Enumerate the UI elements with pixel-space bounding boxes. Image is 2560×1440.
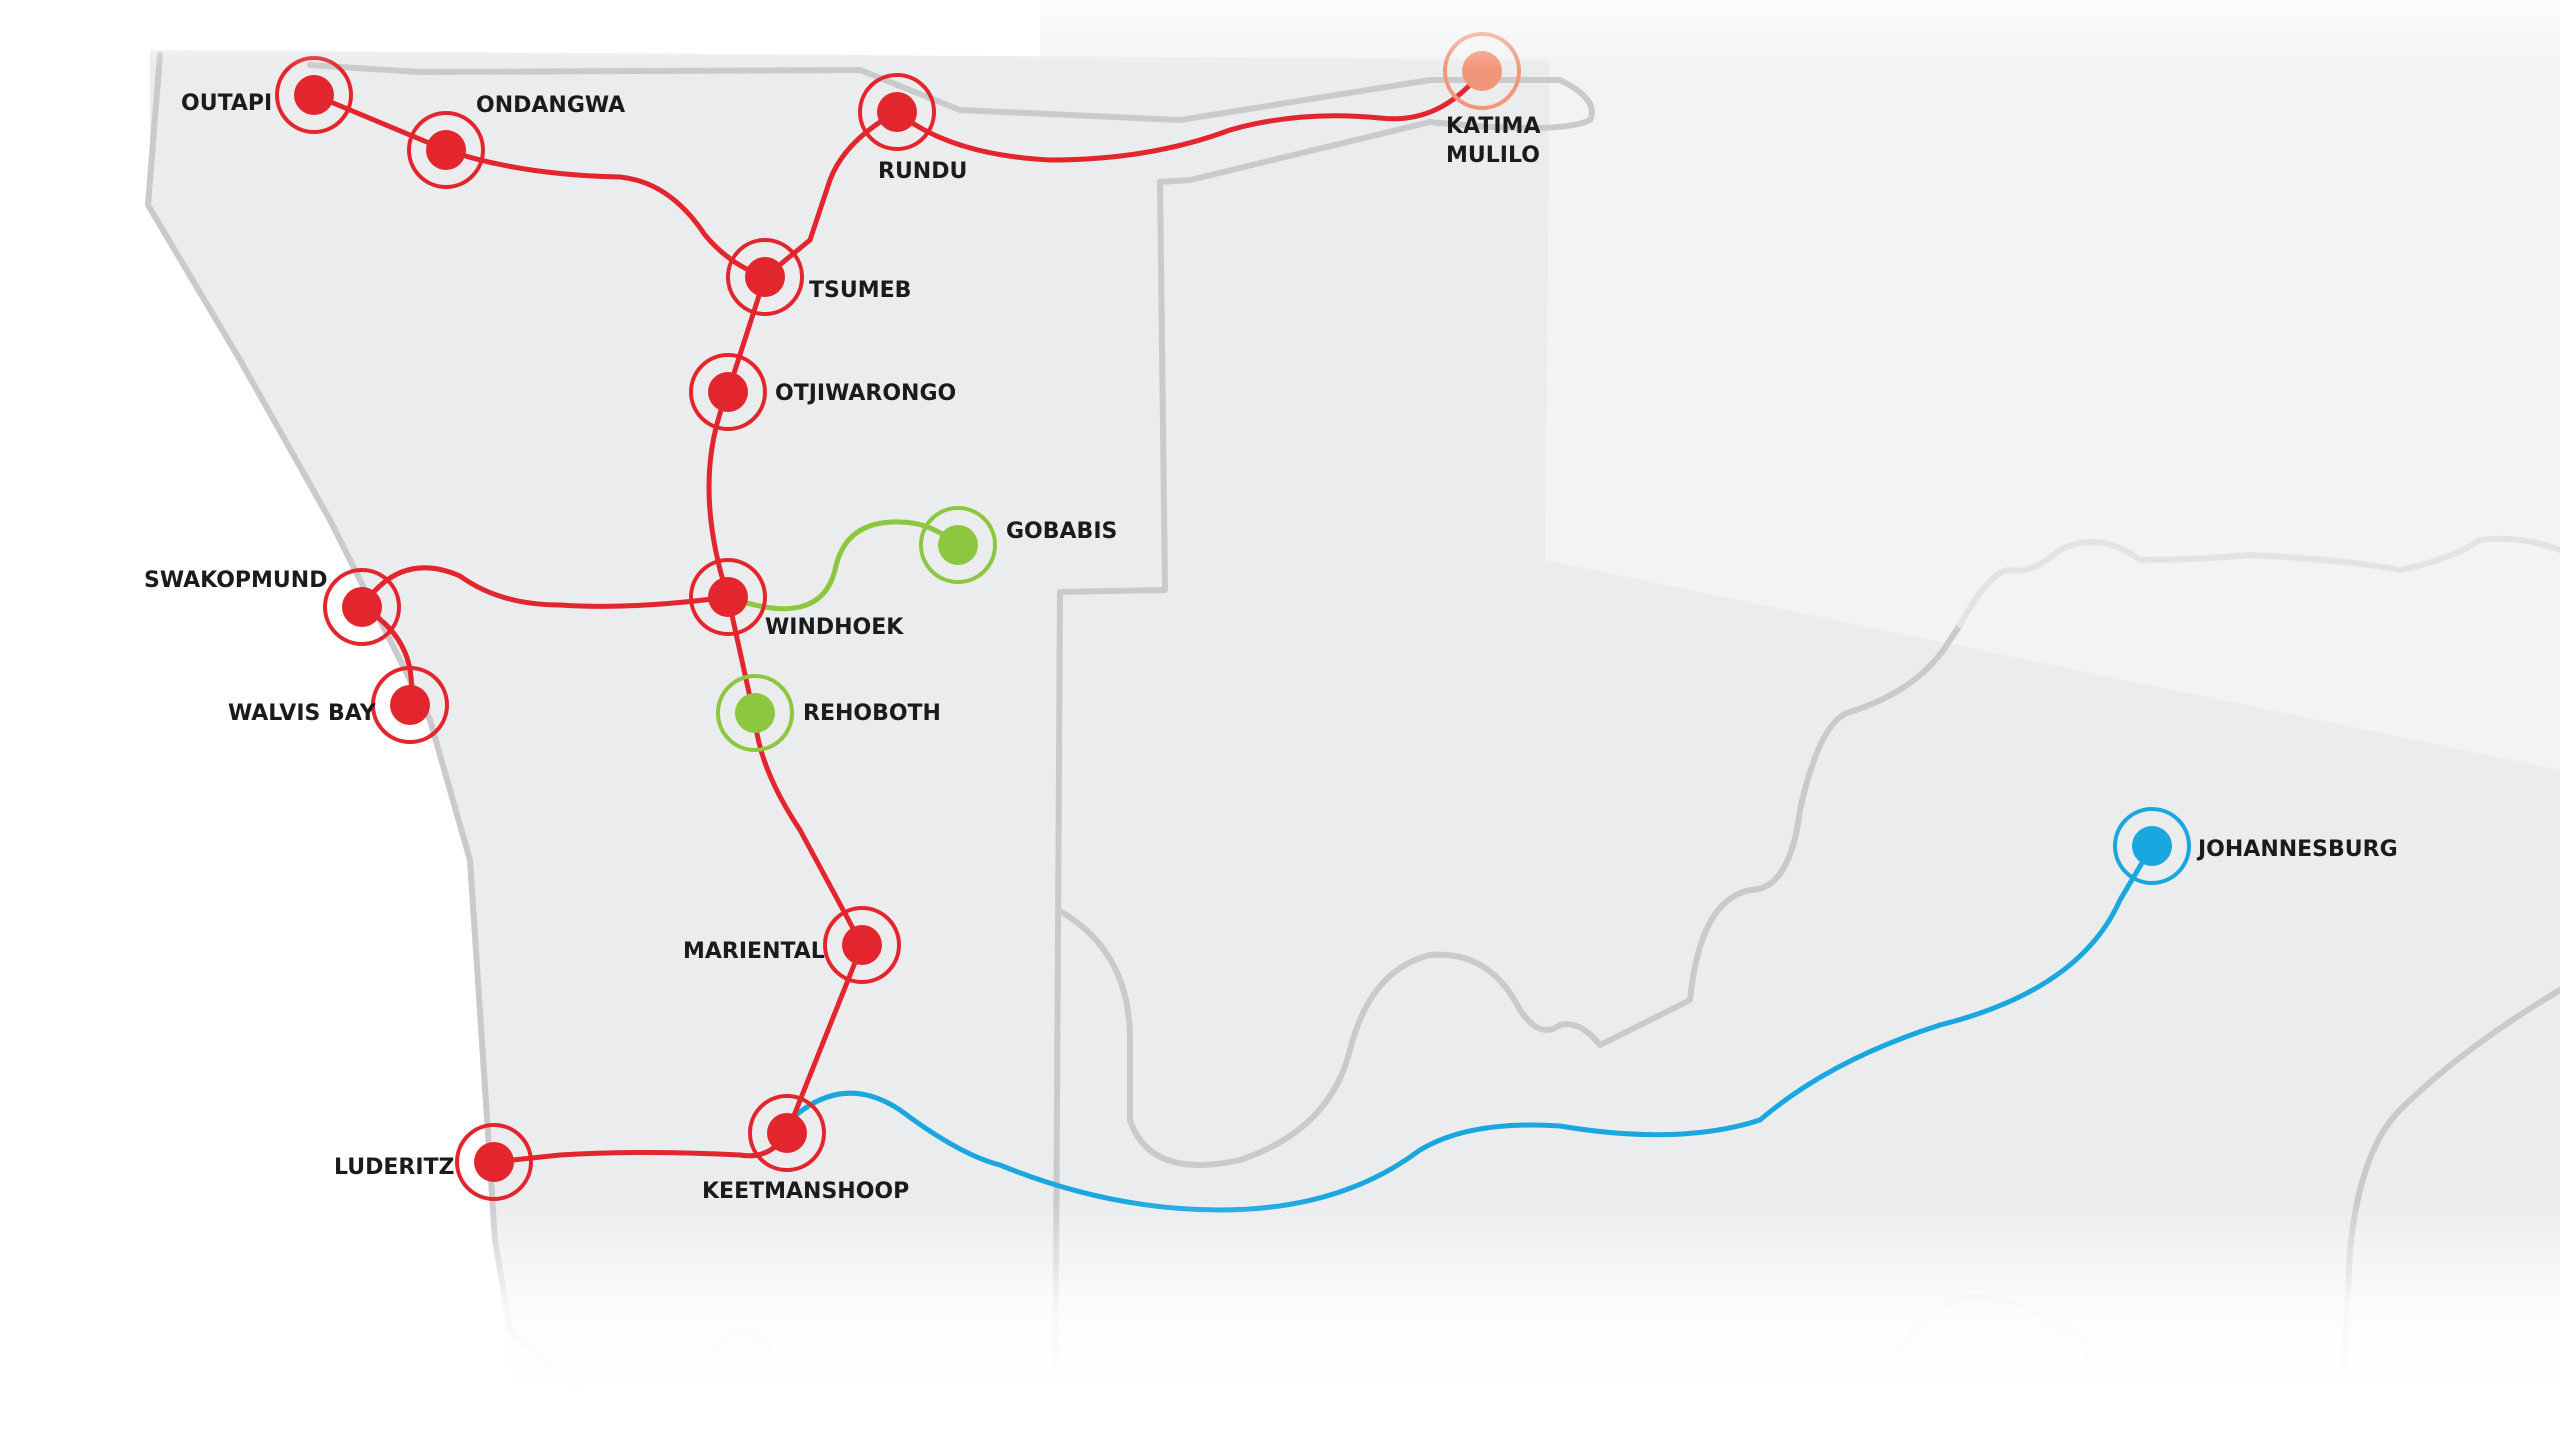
station-luderitz[interactable] <box>455 1123 533 1201</box>
label-katima-line1: KATIMA <box>1446 114 1540 139</box>
station-swakopmund[interactable] <box>323 568 401 646</box>
label-mariental: MARIENTAL <box>683 939 825 964</box>
label-ondangwa: ONDANGWA <box>476 93 625 118</box>
station-windhoek[interactable] <box>689 558 767 636</box>
label-rehoboth: REHOBOTH <box>803 701 941 726</box>
eastern-border <box>1052 179 1168 1440</box>
land-layer <box>150 0 2560 1440</box>
label-katima-line2: MULILO <box>1446 143 1540 168</box>
label-tsumeb: TSUMEB <box>809 278 911 303</box>
station-mariental[interactable] <box>823 906 901 984</box>
label-johannesburg: JOHANNESBURG <box>2196 837 2398 862</box>
label-windhoek: WINDHOEK <box>765 615 904 640</box>
orange-river-border <box>1055 622 1963 1168</box>
land-namibia <box>150 50 2560 1440</box>
stations-layer <box>275 32 2191 1201</box>
label-swakopmund: SWAKOPMUND <box>144 568 327 593</box>
station-otjiwarongo[interactable] <box>689 353 767 431</box>
labels-layer: OUTAPI ONDANGWA RUNDU KATIMA MULILO TSUM… <box>144 91 2398 1204</box>
station-gobabis[interactable] <box>919 506 997 584</box>
station-rundu[interactable] <box>858 73 936 151</box>
label-keetmanshoop: KEETMANSHOOP <box>702 1179 909 1204</box>
station-johannesburg[interactable] <box>2113 807 2191 885</box>
label-luderitz: LUDERITZ <box>334 1155 454 1180</box>
label-walvis-bay: WALVIS BAY <box>228 701 377 726</box>
station-walvis-bay[interactable] <box>371 666 449 744</box>
station-tsumeb[interactable] <box>726 238 804 316</box>
station-rehoboth[interactable] <box>716 674 794 752</box>
label-otjiwarongo: OTJIWARONGO <box>775 381 956 406</box>
station-ondangwa[interactable] <box>407 111 485 189</box>
label-gobabis: GOBABIS <box>1006 519 1117 544</box>
label-outapi: OUTAPI <box>181 91 272 116</box>
station-keetmanshoop[interactable] <box>748 1094 826 1172</box>
lesotho-border <box>1957 535 2560 628</box>
route-johannesburg-keetmanshoop <box>782 843 2155 1213</box>
label-rundu: RUNDU <box>878 159 967 184</box>
